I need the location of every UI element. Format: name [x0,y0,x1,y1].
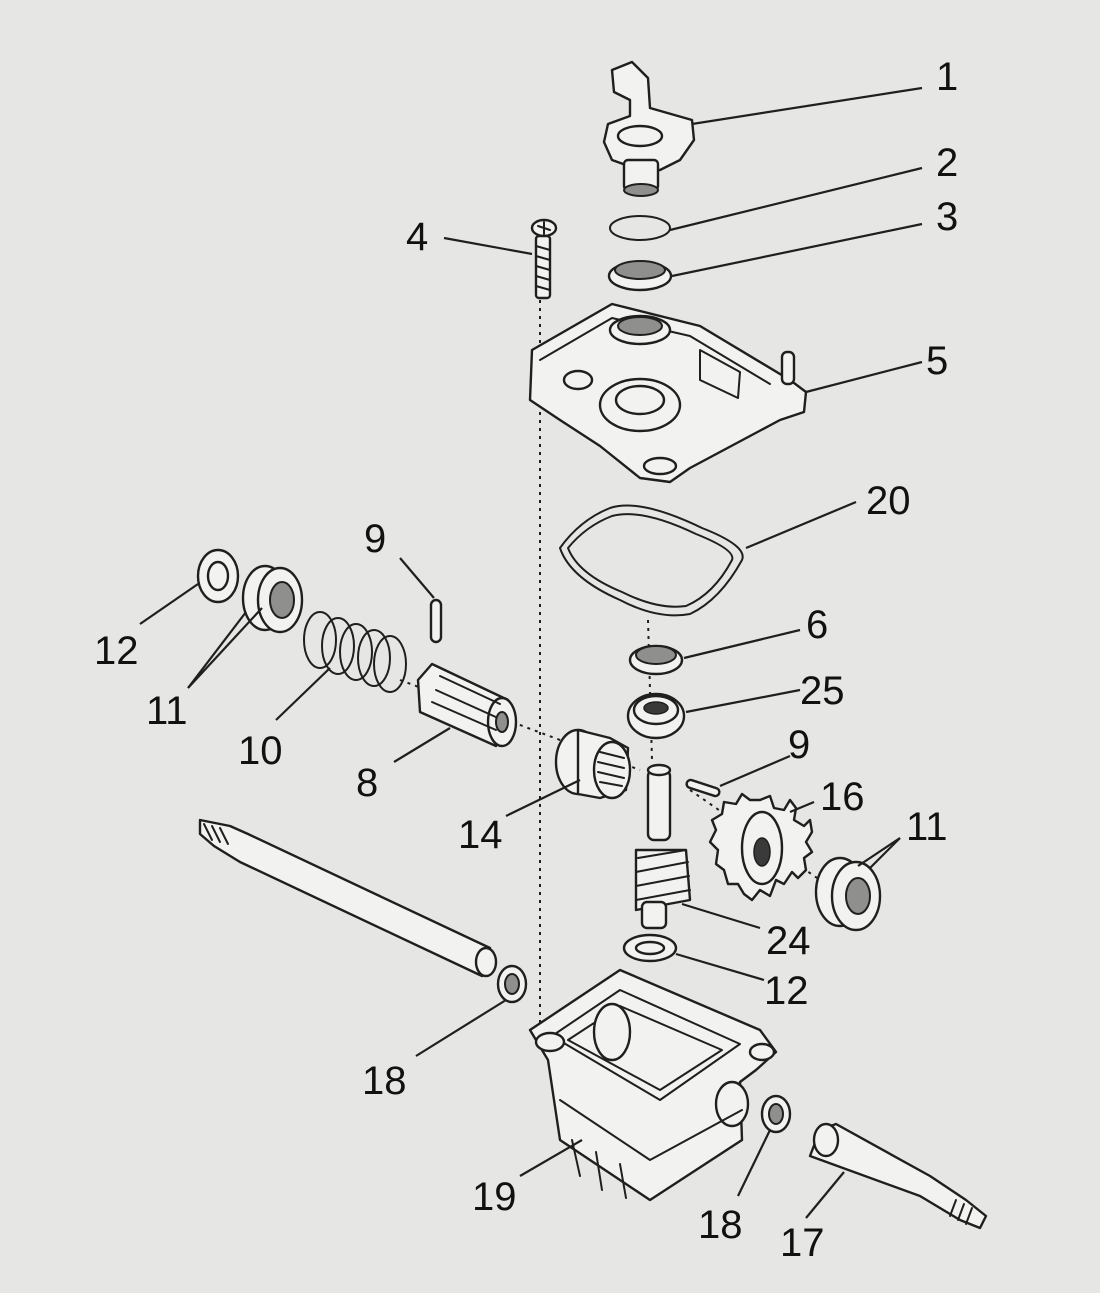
part-25-bearing [626,692,686,740]
part-14-needle-bearing [554,728,632,800]
callout-1: 1 [936,55,958,99]
callout-25: 25 [800,669,845,713]
callout-12-middle: 12 [764,969,809,1013]
callout-20: 20 [866,479,911,523]
callout-14: 14 [458,813,503,857]
part-10-spring [303,611,407,693]
callout-11-left: 11 [146,689,188,733]
part-24-worm-shaft [634,763,692,930]
callout-17: 17 [780,1221,825,1265]
callout-24: 24 [766,919,811,963]
part-16-gear [708,792,814,902]
part-11-bushing-right [814,856,882,932]
callout-8: 8 [356,761,378,805]
callout-4: 4 [406,215,428,259]
callout-6: 6 [806,603,828,647]
part-5-gear-case-cover [528,302,808,484]
part-12-washer-left [196,548,240,604]
part-17-axle-right [808,1122,988,1230]
callout-5: 5 [926,339,948,383]
callout-3: 3 [936,195,958,239]
part-19-gear-case [528,968,778,1202]
part-20-gasket [559,504,744,617]
callout-labels: 1 2 3 4 5 20 9 12 11 10 8 6 25 9 16 11 1… [94,55,958,1265]
part-4-screw [530,218,558,300]
part-1-shift-lever [602,60,696,197]
part-3-bushing [607,260,673,292]
part-2-snap-ring [609,215,671,241]
part-12-washer-middle [622,933,678,963]
callout-18-right: 18 [698,1203,743,1247]
callout-18-left: 18 [362,1059,407,1103]
axle-left [198,818,498,978]
part-8-splined-sleeve [416,662,518,748]
callout-12-left: 12 [94,629,139,673]
callout-16: 16 [820,775,865,819]
part-18-oring-left [496,964,528,1004]
part-6-seal [628,644,684,676]
callout-19: 19 [472,1175,517,1219]
part-9-pin-lower [685,778,721,798]
callout-2: 2 [936,141,958,185]
callout-9-lower: 9 [788,723,810,767]
part-9-pin-upper [429,598,443,644]
callout-10: 10 [238,729,283,773]
part-11-bushings-left [241,564,304,634]
callout-9-upper: 9 [364,517,386,561]
leader-lines [139,86,923,1219]
part-18-oring-right [760,1094,792,1134]
callout-11-right: 11 [906,805,948,849]
